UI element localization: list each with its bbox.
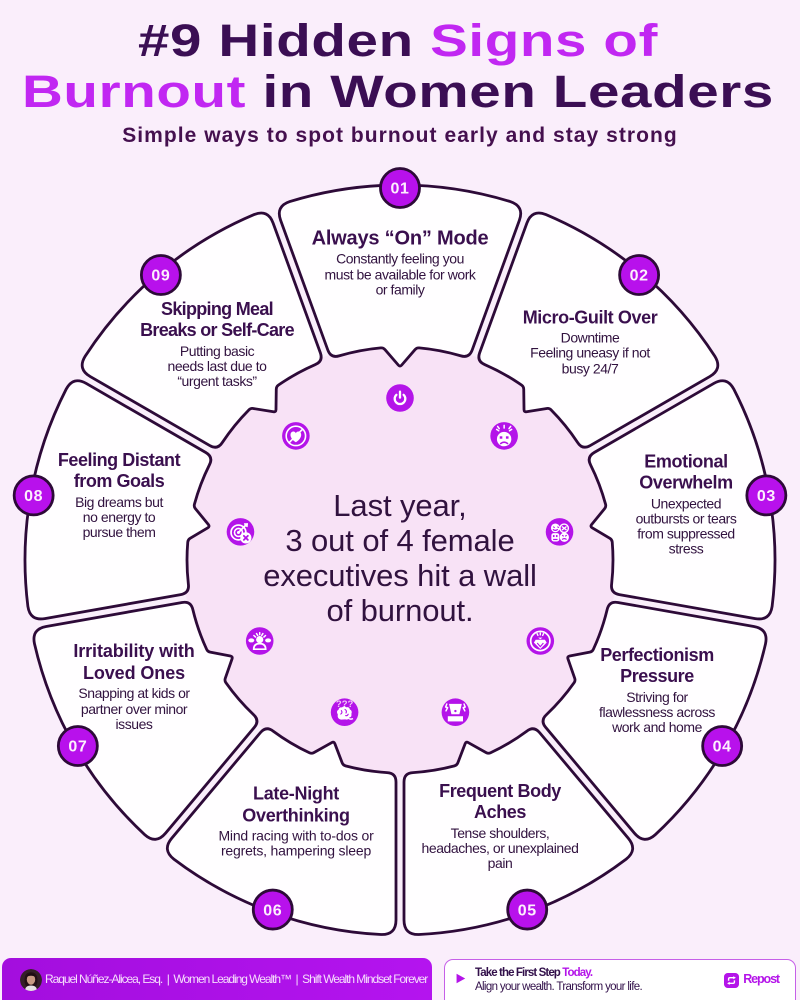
svg-text:???: ??? (336, 699, 354, 710)
svg-text:03: 03 (757, 488, 776, 505)
svg-text:08: 08 (24, 488, 43, 505)
svg-text:05: 05 (518, 902, 537, 919)
svg-text:07: 07 (68, 739, 87, 756)
svg-text:06: 06 (263, 902, 282, 919)
svg-text:01: 01 (391, 181, 410, 198)
svg-text:04: 04 (713, 739, 732, 756)
svg-text:02: 02 (630, 268, 649, 285)
svg-text:09: 09 (151, 268, 170, 285)
